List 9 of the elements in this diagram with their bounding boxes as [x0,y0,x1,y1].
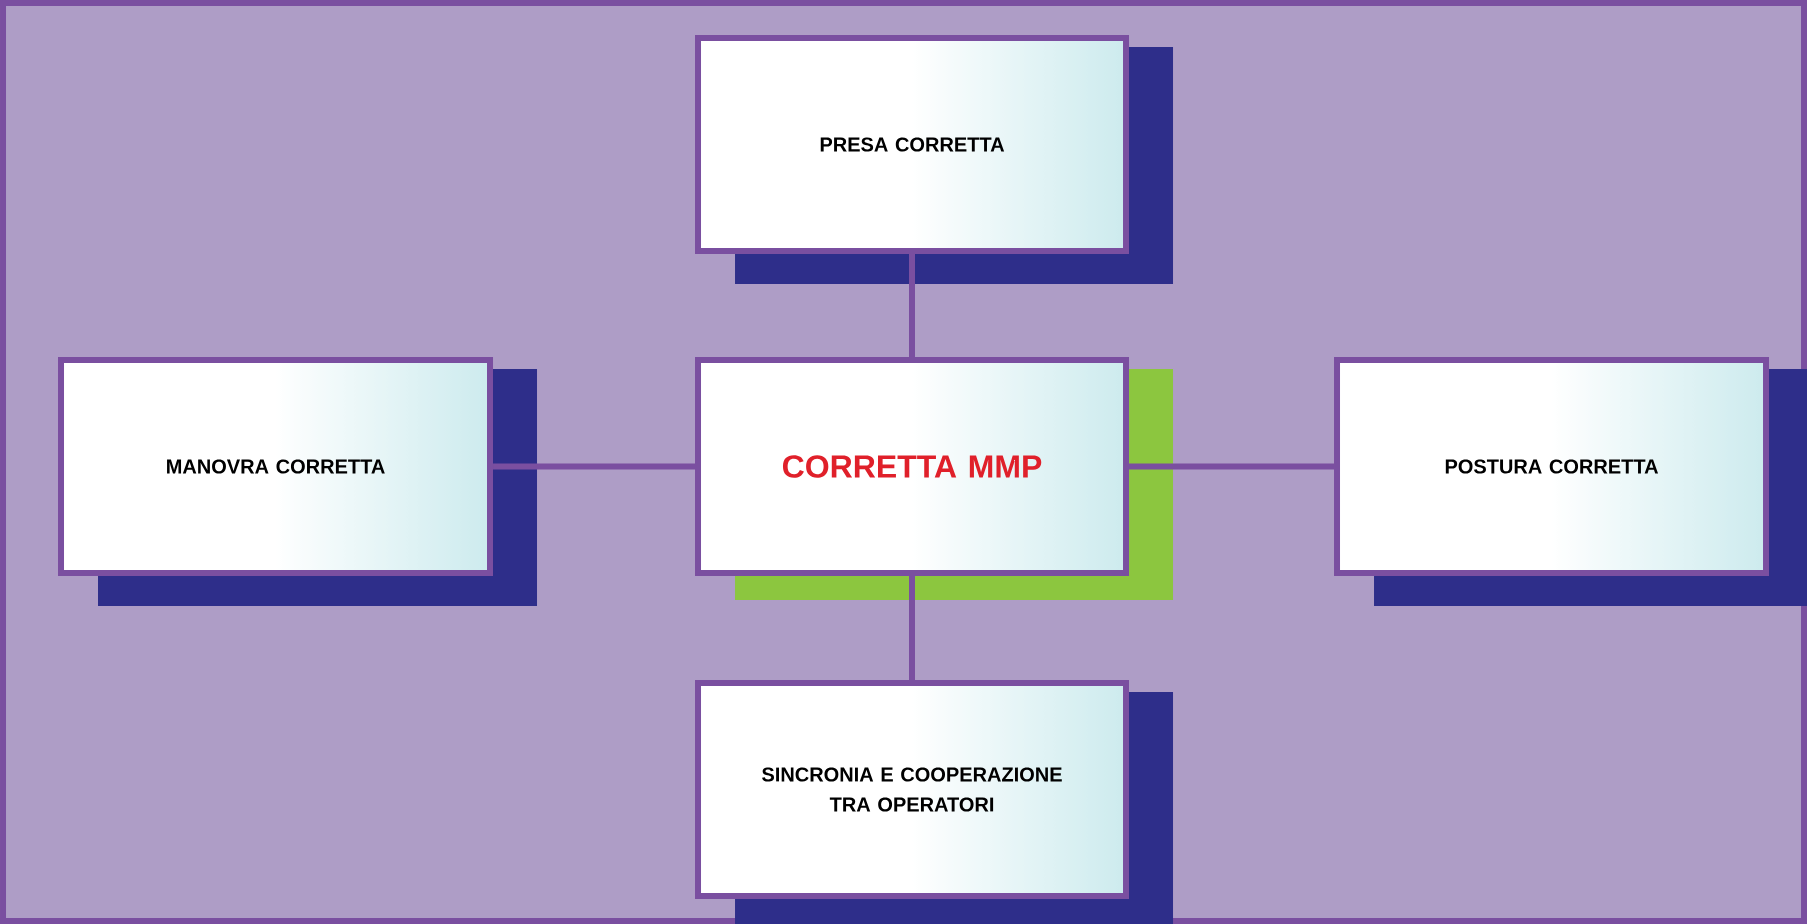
process-box: CORRETTA MMP [695,357,1173,600]
process-box: SINCRONIA E COOPERAZIONE TRA OPERATORI [695,680,1173,924]
connector-line [909,254,915,357]
process-box: PRESA CORRETTA [695,35,1173,284]
process-box: MANOVRA CORRETTA [58,357,537,606]
connector-line [1129,463,1334,470]
process-box: POSTURA CORRETTA [1334,357,1807,606]
connector-line [493,463,695,470]
connector-line [909,576,915,680]
